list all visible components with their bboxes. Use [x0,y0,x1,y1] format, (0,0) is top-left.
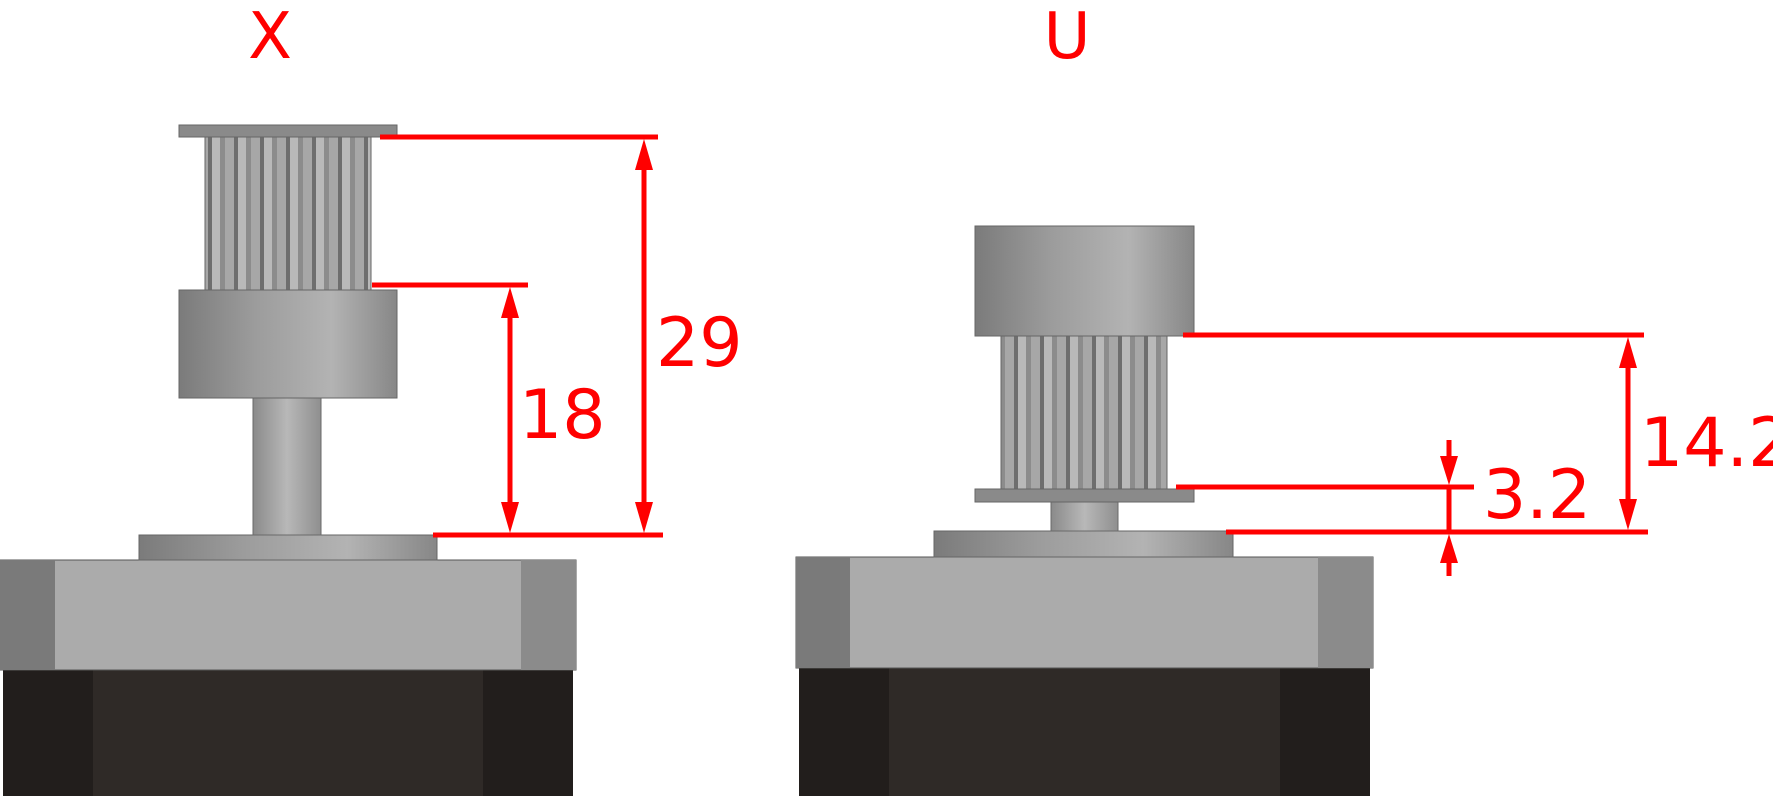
motor-body-right-edge-x [483,670,573,796]
motor-flange-left-x [0,560,55,670]
pulley-x [178,124,398,536]
motor-boss-x [138,534,438,561]
dim-label-18: 18 [519,376,606,455]
dimensions-u: 3.2 14.2 [1176,332,1773,576]
pulley-bottom-flange-u [974,488,1195,503]
dimensions-x: 18 29 [372,134,743,538]
motor-flange-x [0,559,577,671]
motor-flange-right-x [521,560,576,670]
view-x: 18 29 X [0,0,743,796]
motor-flange-u [795,556,1374,669]
arrow-up-14-2 [1619,337,1637,368]
dim-label-14-2: 14.2 [1640,404,1773,483]
motor-boss-u [933,530,1234,558]
motor-u [795,530,1374,796]
arrow-up-29 [635,139,653,170]
shaft-u [1050,501,1119,532]
motor-body-right-edge-u [1280,668,1370,796]
pulley-u [974,225,1195,532]
view-label-x: X [248,0,292,74]
motor-flange-right-u [1318,557,1373,668]
motor-body-left-edge-x [3,670,93,796]
motor-flange-left-u [796,557,850,668]
motor-body-u [799,668,1370,796]
dim-label-29: 29 [656,304,743,383]
arrow-down-18 [501,502,519,533]
view-label-u: U [1044,0,1091,74]
motor-x [0,534,577,796]
pulley-teeth-x [204,136,372,291]
pulley-teeth-u [1000,335,1168,490]
arrow-up-18 [501,287,519,318]
arrow-up-3-2 [1440,534,1458,563]
pulley-hub-x [178,289,398,399]
view-u: 3.2 14.2 U [795,0,1773,796]
dim-label-3-2: 3.2 [1483,456,1591,535]
arrow-down-3-2 [1440,456,1458,485]
arrow-down-29 [635,502,653,533]
pulley-top-flange-x [178,124,398,138]
motor-body-x [3,670,573,796]
pulley-hub-u [974,225,1195,337]
motor-body-left-edge-u [799,668,889,796]
shaft-x [252,397,322,536]
arrow-down-14-2 [1619,499,1637,530]
